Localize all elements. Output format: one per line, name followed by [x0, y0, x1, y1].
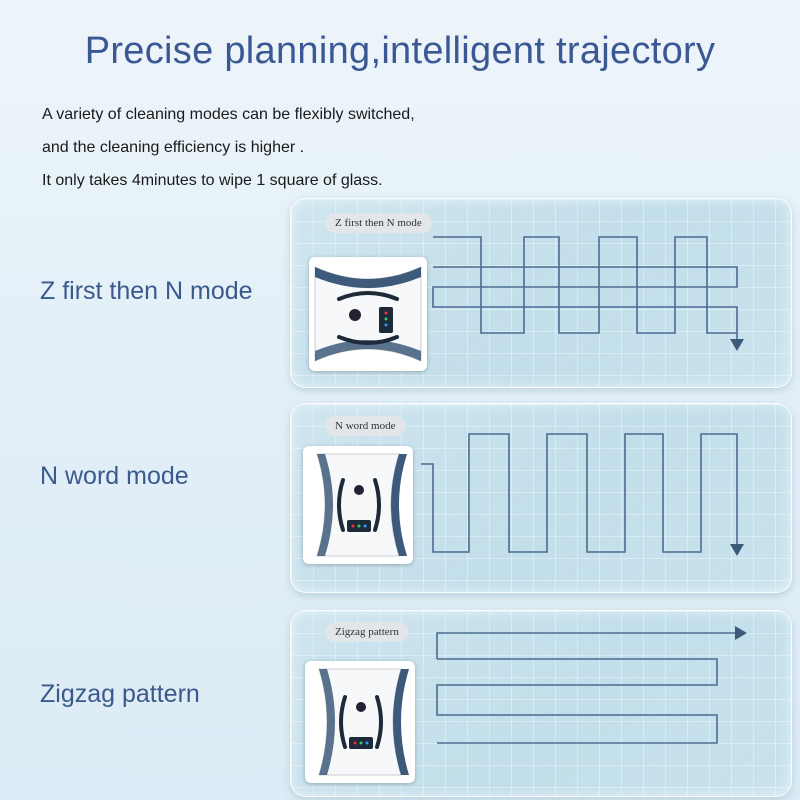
- window-robot-image: [303, 446, 413, 564]
- z-then-n-trajectory: [432, 236, 744, 351]
- window-robot-image: [305, 661, 415, 783]
- mode-label-z-then-n: Z first then N mode: [40, 277, 253, 305]
- description-line-2: and the cleaning efficiency is higher .: [42, 139, 305, 156]
- window-robot-image: [309, 257, 427, 371]
- panel-zigzag: Zigzag pattern: [290, 610, 792, 797]
- mode-label-n-word: N word mode: [40, 462, 189, 490]
- mode-label-zigzag: Zigzag pattern: [40, 680, 200, 708]
- description-line-1: A variety of cleaning modes can be flexi…: [42, 106, 415, 123]
- mode-pill-zigzag: Zigzag pattern: [325, 622, 409, 642]
- mode-pill-n-word: N word mode: [325, 416, 406, 436]
- robot-illustration: [318, 668, 409, 776]
- robot-illustration: [314, 266, 422, 362]
- mode-pill-z-then-n: Z first then N mode: [325, 213, 432, 233]
- description-line-3: It only takes 4minutes to wipe 1 square …: [42, 172, 383, 189]
- n-word-trajectory: [421, 433, 744, 556]
- robot-illustration: [316, 453, 407, 557]
- zigzag-trajectory: [436, 626, 747, 744]
- page-title: Precise planning,intelligent trajectory: [84, 30, 716, 72]
- panel-n-word: N word mode: [290, 403, 792, 593]
- panel-z-then-n: Z first then N mode: [290, 198, 792, 388]
